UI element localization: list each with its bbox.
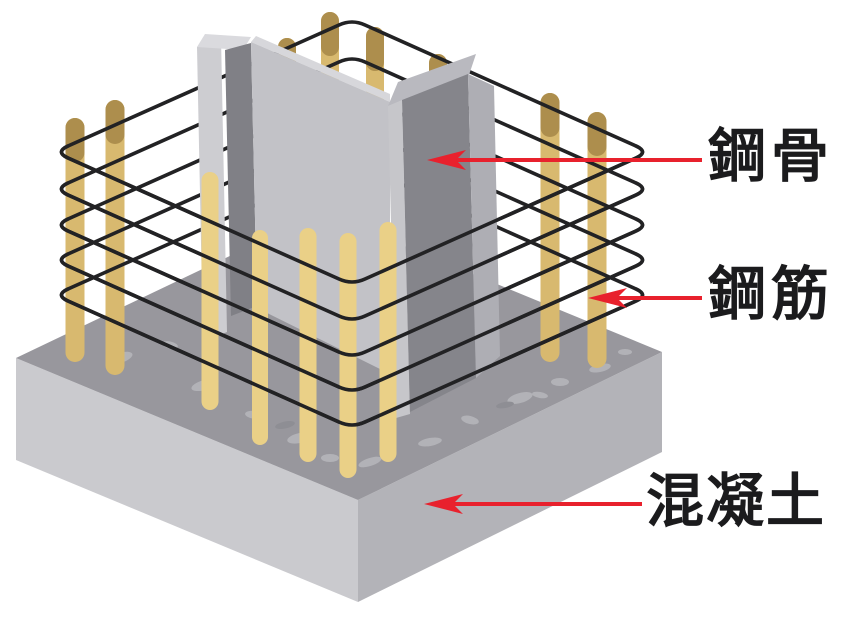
rebar-rod-cap bbox=[65, 118, 85, 162]
arrowhead-left-icon bbox=[427, 150, 466, 170]
arrowhead-left-icon bbox=[424, 494, 463, 514]
tie-hoops-front bbox=[59, 144, 645, 427]
label-concrete: 混凝土 bbox=[646, 469, 827, 534]
arrowhead-left-icon bbox=[588, 288, 627, 308]
rebar-rod bbox=[201, 172, 219, 410]
rebar-rod-cap bbox=[366, 27, 384, 71]
steel-right-flange-top bbox=[388, 54, 476, 106]
concrete-right-face bbox=[358, 352, 662, 602]
label-steel-skeleton: 鋼骨 bbox=[708, 124, 835, 189]
tie-hoop-front bbox=[59, 217, 645, 357]
concrete-top-face bbox=[16, 212, 662, 500]
rebar-rod-cap bbox=[587, 112, 607, 156]
rebar-rod bbox=[299, 228, 317, 462]
rebar-rod-cap bbox=[321, 12, 339, 56]
rebar-rod bbox=[105, 100, 125, 375]
steel-web-top-bevel bbox=[251, 36, 390, 102]
label-rebar: 鋼筋 bbox=[708, 262, 835, 327]
concrete-left-face bbox=[16, 358, 358, 602]
tie-hoop-front bbox=[59, 287, 645, 427]
tie-hoop-front bbox=[59, 252, 645, 392]
rebar-rod-cap bbox=[105, 100, 125, 144]
tie-hoop-front bbox=[59, 144, 645, 284]
steel-left-flange-inner bbox=[225, 43, 257, 316]
steel-right-flange-edge bbox=[388, 100, 410, 418]
arrow-rebar bbox=[588, 288, 702, 308]
rebar-rod bbox=[252, 230, 268, 445]
tie-hoop-front bbox=[59, 181, 645, 321]
arrow-concrete bbox=[424, 494, 642, 514]
arrow-steel-skeleton bbox=[427, 150, 702, 170]
rebar-rod-cap bbox=[540, 93, 560, 137]
steel-left-flange-top bbox=[197, 34, 251, 50]
steel-right-flange-face bbox=[402, 74, 476, 412]
